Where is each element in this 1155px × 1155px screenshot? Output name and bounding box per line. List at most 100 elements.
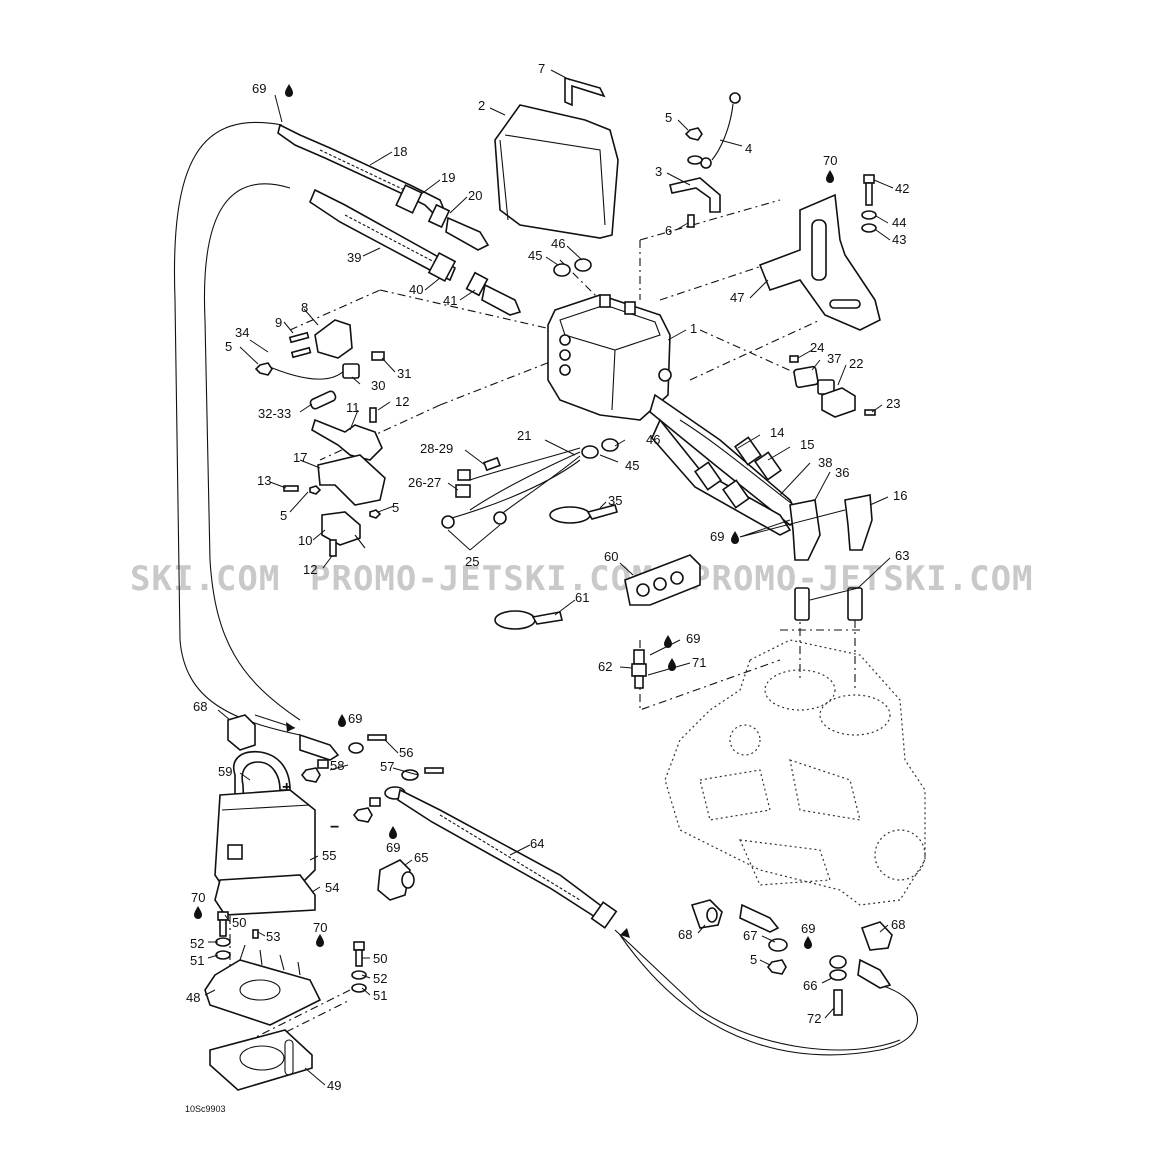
callout-51: 51 [190,953,204,968]
callout-61: 61 [575,590,589,605]
cable-39 [309,188,522,316]
tray-hardware [215,911,367,993]
callout-49: 49 [327,1078,341,1093]
terminal-hardware [299,733,444,823]
callout-11: 11 [346,400,360,415]
part-49-plate [209,1029,313,1091]
oil-drop-icon [826,170,834,183]
watermark-text-1: SKI.COM [130,559,280,599]
callout-38: 38 [818,455,832,470]
callout-70-c: 70 [313,920,327,935]
engine-terminals [690,899,893,1016]
callout-14: 14 [770,425,784,440]
callout-18: 18 [393,144,407,159]
callout-34: 34 [235,325,249,340]
part-65-boot [377,859,415,901]
part-1-electrical-box [547,294,672,421]
callout-20: 20 [468,188,482,203]
callout-17: 17 [293,450,307,465]
hardware-42-44-43 [861,174,877,233]
hardware-13-5 [283,485,382,519]
part-11-coil [311,407,383,461]
callout-69-b: 69 [710,529,724,544]
oil-drop-icon [338,714,346,727]
part-63-spark-plugs [794,587,863,621]
callout-1: 1 [690,321,697,336]
callout-42: 42 [895,181,909,196]
callout-70: 70 [823,153,837,168]
part-60-holder [624,554,701,606]
callout-19: 19 [441,170,455,185]
callout-21: 21 [517,428,531,443]
callout-5: 5 [665,110,672,125]
callout-69-e: 69 [386,840,400,855]
callout-8: 8 [301,300,308,315]
callout-10: 10 [298,533,312,548]
part-10-coil [321,511,366,557]
callout-69-c: 69 [686,631,700,646]
part-3-bracket [669,177,721,213]
callout-5-c: 5 [280,508,287,523]
callout-59: 59 [218,764,232,779]
callout-69: 69 [252,81,266,96]
watermark: SKI.COM PROMO-JETSKI.COM PROMO-JETSKI.CO… [130,559,1033,599]
watermark-text-2: PROMO-JETSKI.COM [310,559,654,599]
hardware-5-6 [684,127,703,228]
callout-16: 16 [893,488,907,503]
callout-68-c: 68 [891,917,905,932]
callout-48: 48 [186,990,200,1005]
part-32-33-fuse [309,390,337,410]
callout-55: 55 [322,848,336,863]
callout-52: 52 [190,936,204,951]
callout-63: 63 [895,548,909,563]
callout-3: 3 [655,164,662,179]
callout-28-29: 28-29 [420,441,453,456]
callout-64: 64 [530,836,544,851]
part-61-tie [494,610,563,630]
callout-4: 4 [745,141,752,156]
callout-37: 37 [827,351,841,366]
callout-25: 25 [465,554,479,569]
callout-66: 66 [803,978,817,993]
callout-71: 71 [692,655,706,670]
battery-assembly: + − [214,750,339,916]
callout-53: 53 [266,929,280,944]
oil-drop-icon [285,84,293,97]
callout-39: 39 [347,250,361,265]
callout-40: 40 [409,282,423,297]
callout-46-b: 46 [646,432,660,447]
callout-57: 57 [380,759,394,774]
callout-47: 47 [730,290,744,305]
cable-loops [173,121,919,1056]
callout-5-b: 5 [225,339,232,354]
spark-plug-leads [649,393,873,561]
callout-50: 50 [232,915,246,930]
callout-5-d: 5 [392,500,399,515]
oil-drop-icon [316,934,324,947]
part-4-ground-wire [700,92,741,169]
part-48-tray [204,944,322,1026]
part-24-37-22-23 [789,355,876,418]
callout-50-b: 50 [373,951,387,966]
callout-26-27: 26-27 [408,475,441,490]
callout-52-b: 52 [373,971,387,986]
callout-68-b: 68 [678,927,692,942]
callout-5-e: 5 [750,952,757,967]
callout-22: 22 [849,356,863,371]
callout-13: 13 [257,473,271,488]
callout-15: 15 [800,437,814,452]
nut-5-left [254,362,273,376]
part-30-connector [264,351,385,380]
part-17-bracket [317,454,386,506]
callout-54: 54 [325,880,339,895]
part-35-tie [549,504,618,524]
callout-62: 62 [598,659,612,674]
cable-18 [277,123,490,251]
washers-45-46 [553,258,619,459]
part-62-sensor [631,649,647,689]
callout-45-b: 45 [625,458,639,473]
leader-lines [204,69,894,1086]
callout-65: 65 [414,850,428,865]
callout-46: 46 [551,236,565,251]
part-7 [564,76,606,107]
